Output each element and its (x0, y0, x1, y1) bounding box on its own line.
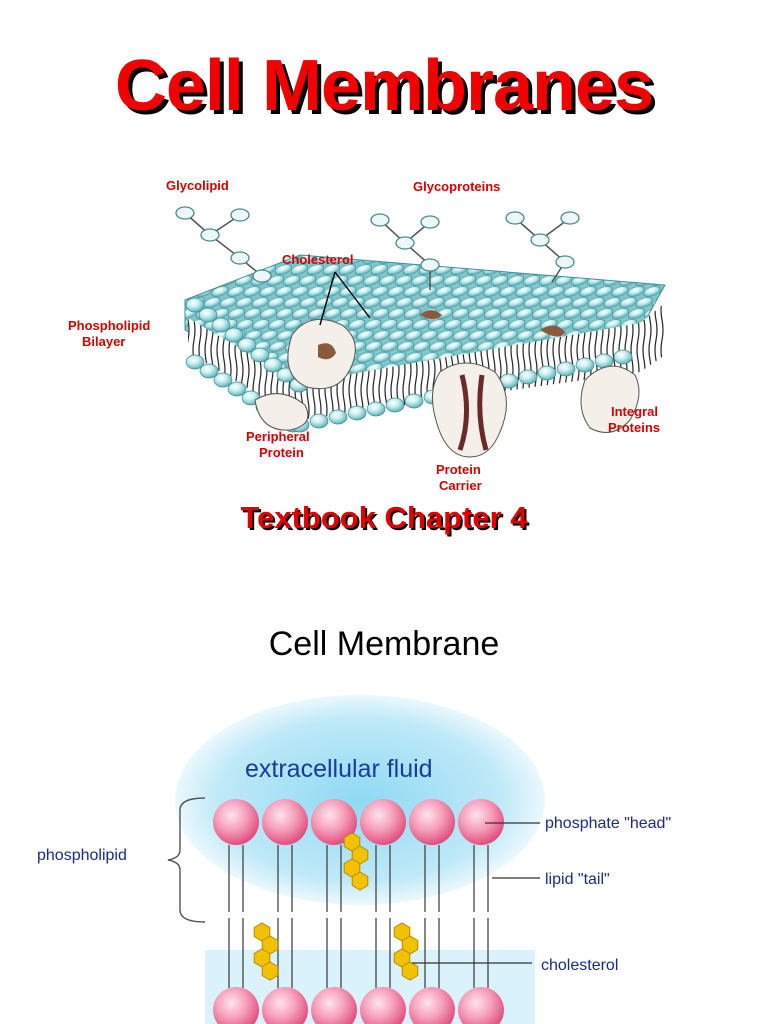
bead (556, 361, 576, 377)
phosphate-head (458, 799, 504, 845)
slide1-subtitle: Textbook Chapter 4 (240, 500, 528, 535)
slide2-title: Cell Membrane (268, 625, 500, 663)
label-peripheral-protein-line2: Protein (259, 445, 304, 460)
phospholipid-heads-top (213, 799, 504, 845)
phosphate-head (262, 987, 308, 1024)
bilayer-tails (188, 303, 665, 420)
phospholipid-heads-bottom (213, 987, 504, 1024)
bead (366, 401, 386, 417)
phosphate-head (458, 987, 504, 1024)
protein-carrier-shape (432, 362, 507, 458)
sugar-ring (420, 215, 440, 229)
phospholipid-bracket (167, 797, 206, 923)
bead (227, 381, 247, 397)
sugar-ring (230, 251, 250, 265)
membrane-cross-section-diagram: extracellular fluid phospholipid phospha… (37, 695, 671, 1024)
label-integral-proteins-line1: Integral (611, 404, 658, 419)
phosphate-head (311, 799, 357, 845)
sugar-ring (530, 233, 550, 247)
phosphate-head (213, 987, 259, 1024)
cholesterol-ring (401, 961, 419, 981)
protein-left (287, 318, 356, 390)
bead (185, 354, 205, 370)
bead (575, 357, 595, 373)
bead (199, 363, 219, 379)
label-phospholipid-bilayer-line2: Bilayer (82, 334, 125, 349)
bead (347, 405, 367, 421)
phosphate-head (360, 987, 406, 1024)
bead (224, 327, 244, 343)
bead (328, 409, 348, 425)
label-cholesterol-2: cholesterol (541, 957, 618, 974)
cholesterol-ring (351, 871, 369, 891)
glycolipid-chain (184, 212, 263, 277)
label-glycolipid: Glycolipid (166, 178, 229, 193)
cholesterol-molecules (253, 832, 419, 981)
label-peripheral-protein-line1: Peripheral (246, 429, 310, 444)
label-protein-carrier-line1: Protein (436, 462, 481, 477)
label-integral-proteins-line2: Proteins (608, 420, 660, 435)
sugar-ring (200, 228, 220, 242)
cholesterol-ring (261, 961, 279, 981)
label-extracellular-fluid: extracellular fluid (245, 755, 433, 783)
phosphate-head (311, 987, 357, 1024)
bead (404, 393, 424, 409)
bead (613, 349, 633, 365)
sugar-ring (395, 236, 415, 250)
peripheral-protein-shape (254, 393, 309, 431)
label-cholesterol: Cholesterol (282, 252, 354, 267)
sugar-ring (370, 213, 390, 227)
label-phospholipid-bilayer-line1: Phospholipid (68, 318, 150, 333)
sugar-ring (252, 269, 272, 283)
bead (211, 317, 231, 333)
bead (309, 413, 329, 429)
bead (213, 372, 233, 388)
glycoprotein-chain-2 (514, 217, 571, 283)
sugar-rings (175, 206, 580, 283)
bead (518, 369, 538, 385)
label-phosphate-head: phosphate "head" (545, 815, 671, 832)
bead (537, 365, 557, 381)
slide1-title: Cell Membranes (114, 46, 654, 126)
label-protein-carrier-line2: Carrier (439, 478, 482, 493)
label-lipid-tail: lipid "tail" (545, 871, 610, 888)
phosphate-head (360, 799, 406, 845)
sugar-ring (560, 211, 580, 225)
cholesterol-pointers (319, 271, 371, 326)
bead (250, 347, 270, 363)
bead (185, 297, 205, 313)
phosphate-head (262, 799, 308, 845)
phosphate-head (409, 799, 455, 845)
phosphate-head (213, 799, 259, 845)
sugar-ring (230, 208, 250, 222)
bead (385, 397, 405, 413)
bead (198, 307, 218, 323)
integral-protein-right (420, 310, 640, 433)
phosphate-head (409, 987, 455, 1024)
bead (263, 357, 283, 373)
label-phospholipid: phospholipid (37, 847, 127, 864)
bead (237, 337, 257, 353)
extracellular-fluid-region (175, 695, 545, 905)
sugar-ring (175, 206, 195, 220)
lipid-tails (228, 845, 489, 988)
sugar-ring (505, 211, 525, 225)
label-glycoproteins: Glycoproteins (413, 179, 500, 194)
sugar-ring (420, 258, 440, 272)
sugar-ring (555, 255, 575, 269)
